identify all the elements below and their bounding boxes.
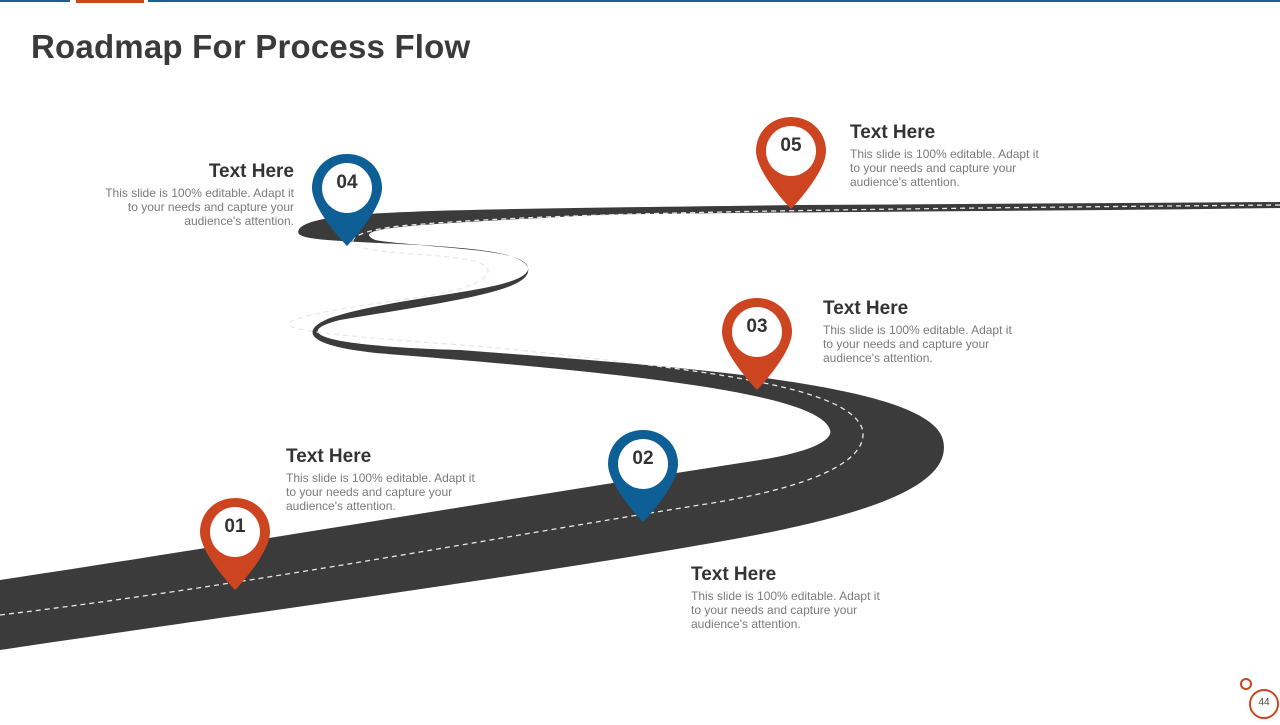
page-badge-icon <box>1240 678 1279 719</box>
milestone-body: This slide is 100% editable. Adapt it to… <box>823 323 1012 365</box>
milestone-marker-03: 03 <box>720 296 794 392</box>
milestone-heading: Text Here <box>691 564 777 585</box>
milestone-marker-01: 01 <box>198 496 272 592</box>
map-pin-icon <box>608 430 678 522</box>
page-number-badge: 44 <box>1238 676 1280 720</box>
milestone-body: This slide is 100% editable. Adapt it to… <box>691 589 880 631</box>
milestone-number: 01 <box>224 516 246 537</box>
milestone-marker-02: 02 <box>606 428 680 524</box>
milestone-body: This slide is 100% editable. Adapt it to… <box>850 147 1039 189</box>
map-pin-icon <box>756 117 826 209</box>
milestone-marker-04: 04 <box>310 152 384 248</box>
milestone-marker-05: 05 <box>754 115 828 211</box>
milestone-text-01: Text Here This slide is 100% editable. A… <box>286 446 476 513</box>
milestone-heading: Text Here <box>850 122 936 143</box>
page-title: Roadmap For Process Flow <box>31 28 471 65</box>
map-pin-icon <box>200 498 270 590</box>
milestone-body: This slide is 100% editable. Adapt it to… <box>105 186 294 228</box>
page-number: 44 <box>1258 697 1270 708</box>
milestone-text-02: Text Here This slide is 100% editable. A… <box>691 564 881 631</box>
map-pin-icon <box>722 298 792 390</box>
milestone-number: 02 <box>632 448 654 469</box>
milestone-number: 03 <box>746 316 768 337</box>
milestone-text-03: Text Here This slide is 100% editable. A… <box>823 298 1013 365</box>
header-accent-bar-orange <box>76 0 144 3</box>
milestone-text-05: Text Here This slide is 100% editable. A… <box>850 122 1040 189</box>
milestone-heading: Text Here <box>286 446 372 467</box>
milestone-body: This slide is 100% editable. Adapt it to… <box>286 471 475 513</box>
milestone-number: 04 <box>336 172 358 193</box>
header-accent-bar-left <box>0 0 70 2</box>
header-rule <box>148 0 1280 2</box>
milestone-heading: Text Here <box>208 161 294 182</box>
milestone-heading: Text Here <box>823 298 909 319</box>
milestone-number: 05 <box>780 135 802 156</box>
map-pin-icon <box>312 154 382 246</box>
road-body <box>0 202 1280 650</box>
milestone-text-04: Text Here This slide is 100% editable. A… <box>104 161 294 228</box>
